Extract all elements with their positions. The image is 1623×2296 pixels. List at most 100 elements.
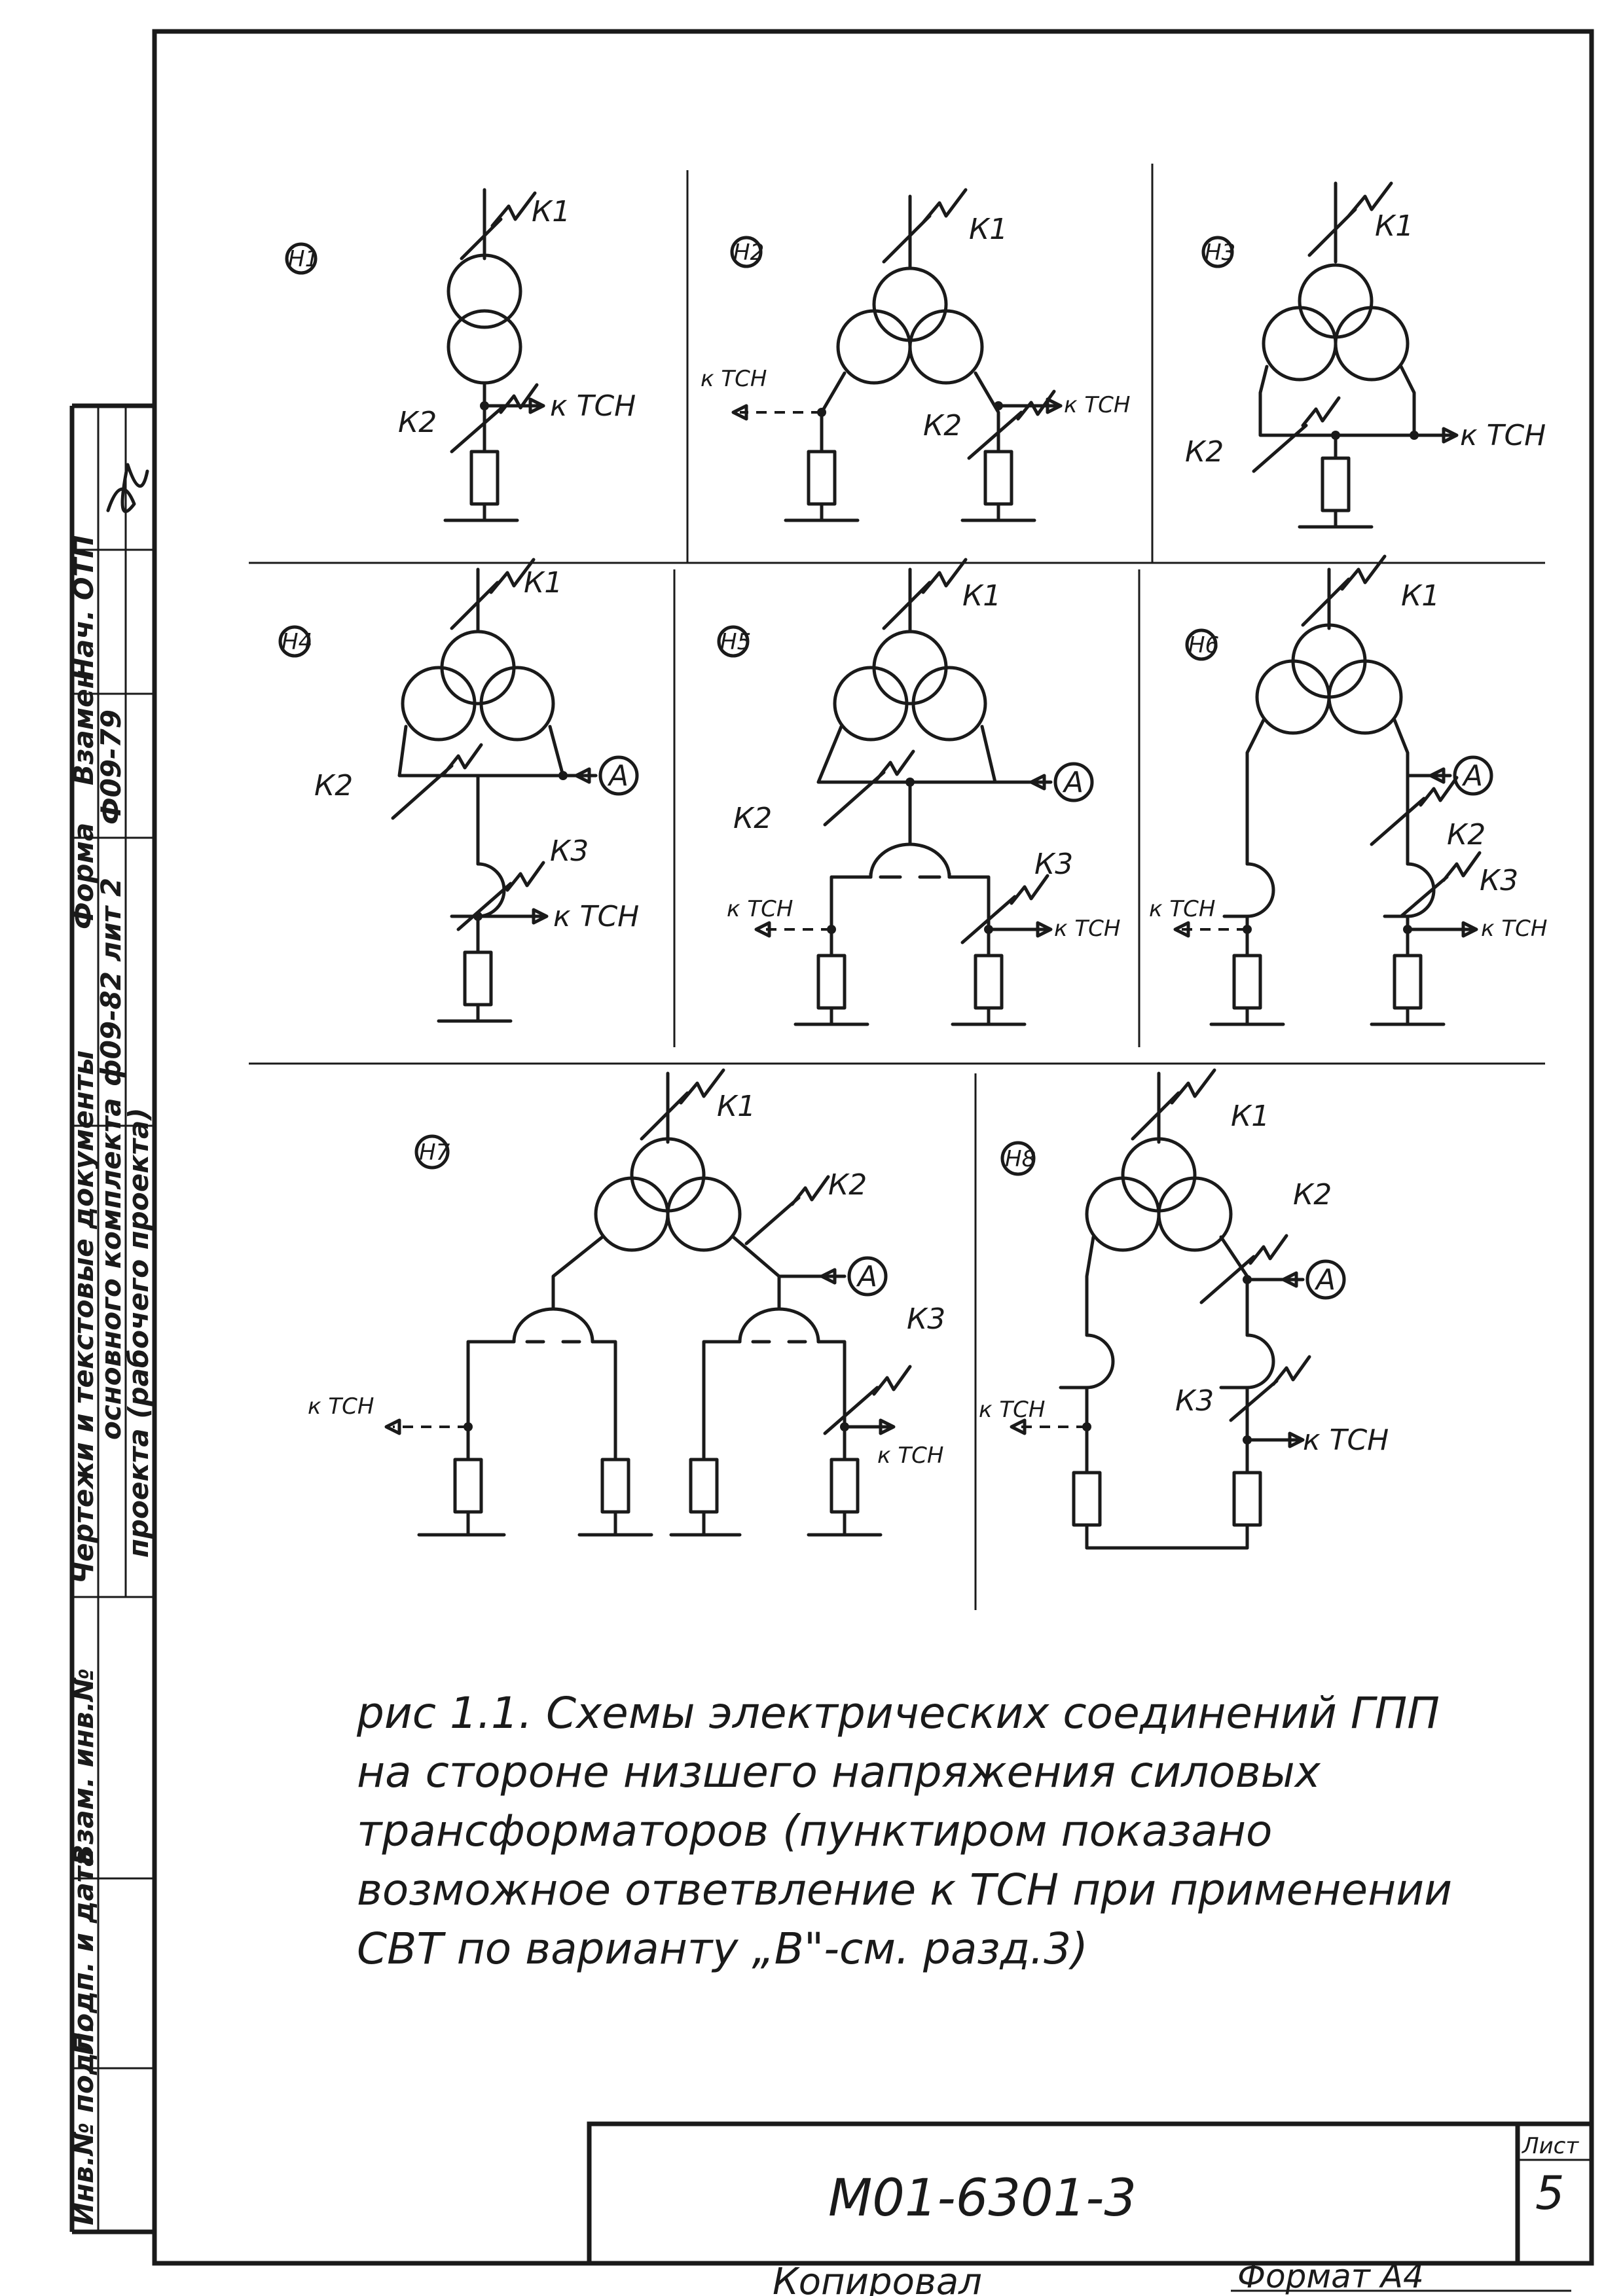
scheme-id-badge <box>1201 236 1234 268</box>
label-ktsn: к ТСН <box>1064 392 1130 418</box>
label-ktsn: к ТСН <box>1481 916 1547 942</box>
scheme-id: H5 <box>720 629 751 655</box>
label-ktsn: к ТСН <box>701 366 767 392</box>
label-ktsn: к ТСН <box>727 896 793 922</box>
side-label-head-otp: Нач. ОТП <box>67 535 100 681</box>
point-a-badge <box>1305 1259 1346 1300</box>
copied-by: Копировал <box>773 2261 982 2296</box>
scheme-id: H8 <box>1005 1146 1036 1172</box>
scheme-id-badge <box>1185 628 1218 661</box>
label-a: А <box>1062 766 1084 799</box>
label-k2: К2 <box>1185 435 1224 469</box>
label-k1: К1 <box>969 213 1008 246</box>
scheme-id-badge <box>278 625 311 658</box>
label-k1: К1 <box>532 195 570 228</box>
side-label-form: Форма <box>67 823 100 929</box>
scheme-id-badge <box>414 1134 450 1170</box>
label-k2: К2 <box>828 1168 867 1202</box>
label-k2: К2 <box>733 802 772 835</box>
point-a-badge <box>1453 755 1493 796</box>
label-ktsn: к ТСН <box>553 900 639 933</box>
point-a-badge <box>1053 762 1094 802</box>
caption-line: на стороне низшего напряжения силовых <box>357 1747 1321 1797</box>
side-label-project: проекта (рабочего проекта) <box>122 1107 155 1558</box>
scheme-h8: H8 К1 К2 А к ТСН к ТСН К3 <box>979 1068 1389 1550</box>
title-block: М01-6301-3 Лист 5 <box>587 2121 1594 2266</box>
scheme-id: H1 <box>288 246 319 272</box>
transformer-winding <box>447 253 522 329</box>
label-k1: К1 <box>1231 1100 1269 1133</box>
label-ktsn: к ТСН <box>1303 1424 1389 1457</box>
label-k1: К1 <box>524 566 562 600</box>
side-strip: Инв.№ подл. Подп. и дата Взам. инв.№ Чер… <box>67 403 155 2234</box>
label-ktsn: к ТСН <box>550 389 636 423</box>
scheme-id: H7 <box>419 1139 450 1166</box>
scheme-h4: H4 К1 А К2 К3 к ТСН <box>278 558 639 1023</box>
transformer-winding <box>447 309 522 385</box>
signature-mark <box>106 463 149 513</box>
caption-line: рис 1.1. Схемы электрических соединений … <box>356 1688 1440 1738</box>
scheme-id-badge <box>717 625 750 658</box>
side-replaced-code: Ф09-79 <box>95 709 127 825</box>
label-k3: К3 <box>1034 848 1073 881</box>
label-k2: К2 <box>314 769 353 802</box>
scheme-id: H3 <box>1205 240 1235 266</box>
side-label-drawings: Чертежи и текстовые документы <box>67 1050 100 1584</box>
scheme-id: H6 <box>1188 632 1219 658</box>
label-k2: К2 <box>398 406 437 439</box>
scheme-h7: H7 К1 К2 А к ТСН к ТСН К3 <box>308 1068 945 1537</box>
load-resistor <box>469 450 500 506</box>
label-ktsn: к ТСН <box>1054 916 1120 942</box>
label-k3: К3 <box>907 1302 945 1336</box>
label-k3: К3 <box>550 834 589 868</box>
scheme-h3: H3 К1 к ТСН К2 <box>1185 181 1546 529</box>
side-label-replaced: Взамен <box>67 670 100 785</box>
sheet-number: 5 <box>1535 2166 1565 2220</box>
doc-code: М01-6301-3 <box>828 2169 1137 2228</box>
side-label-main-set: основного комплекта <box>95 1098 127 1440</box>
label-k1: К1 <box>962 579 1001 613</box>
label-ktsn: к ТСН <box>877 1443 943 1469</box>
side-label-sign-date: Подп. и дата <box>67 1848 100 2055</box>
label-k3: К3 <box>1175 1384 1214 1418</box>
label-ktsn: к ТСН <box>1460 419 1546 452</box>
label-a: А <box>856 1260 877 1293</box>
caption-line: СВТ по варианту „В"-см. разд.3) <box>357 1924 1088 1974</box>
label-k1: К1 <box>1401 579 1440 613</box>
scheme-h6: H6 К1 А К2 к ТСН к ТСН К3 <box>1149 554 1547 1026</box>
label-k2: К2 <box>1293 1178 1332 1211</box>
point-a-badge <box>598 755 639 796</box>
caption-line: трансформаторов (пунктиром показано <box>357 1806 1272 1856</box>
scheme-id: H2 <box>733 240 764 266</box>
side-form-code: ф09-82 лит 2 <box>95 878 127 1086</box>
sheet-label: Лист <box>1521 2133 1579 2159</box>
label-k2: К2 <box>1447 818 1486 852</box>
point-a-badge <box>847 1256 888 1297</box>
scheme-id: H4 <box>282 629 312 655</box>
caption-line: возможное ответвление к ТСН при применен… <box>357 1865 1452 1915</box>
side-label-replace-inv: Взам. инв.№ <box>67 1668 100 1865</box>
figure-caption: рис 1.1. Схемы электрических соединений … <box>356 1688 1452 1974</box>
scheme-grid <box>249 164 1545 1610</box>
split-reactor <box>869 842 951 879</box>
label-k3: К3 <box>1480 864 1518 897</box>
label-k1: К1 <box>717 1090 756 1123</box>
label-a: А <box>607 759 629 793</box>
label-ktsn: к ТСН <box>1149 896 1215 922</box>
label-ktsn: к ТСН <box>308 1393 374 1420</box>
reactor <box>450 862 506 918</box>
label-a: А <box>1461 759 1483 793</box>
label-k1: К1 <box>1375 209 1413 243</box>
scheme-id-badge <box>1000 1141 1036 1176</box>
sheet-format: Формат А4 <box>1237 2257 1424 2295</box>
scheme-h5: H5 К1 А К2 к ТСН к ТСН К3 <box>717 558 1120 1026</box>
scheme-id-badge <box>285 242 318 275</box>
label-a: А <box>1314 1263 1336 1297</box>
scheme-h2: H2 К1 к ТСН к ТСН К2 <box>701 188 1130 522</box>
scheme-h1: H1 К1 к ТСН К2 <box>285 188 636 522</box>
footer: Копировал Формат А4 <box>773 2257 1571 2296</box>
label-k2: К2 <box>923 409 962 442</box>
label-ktsn: к ТСН <box>979 1397 1045 1423</box>
scheme-id-badge <box>730 236 763 268</box>
